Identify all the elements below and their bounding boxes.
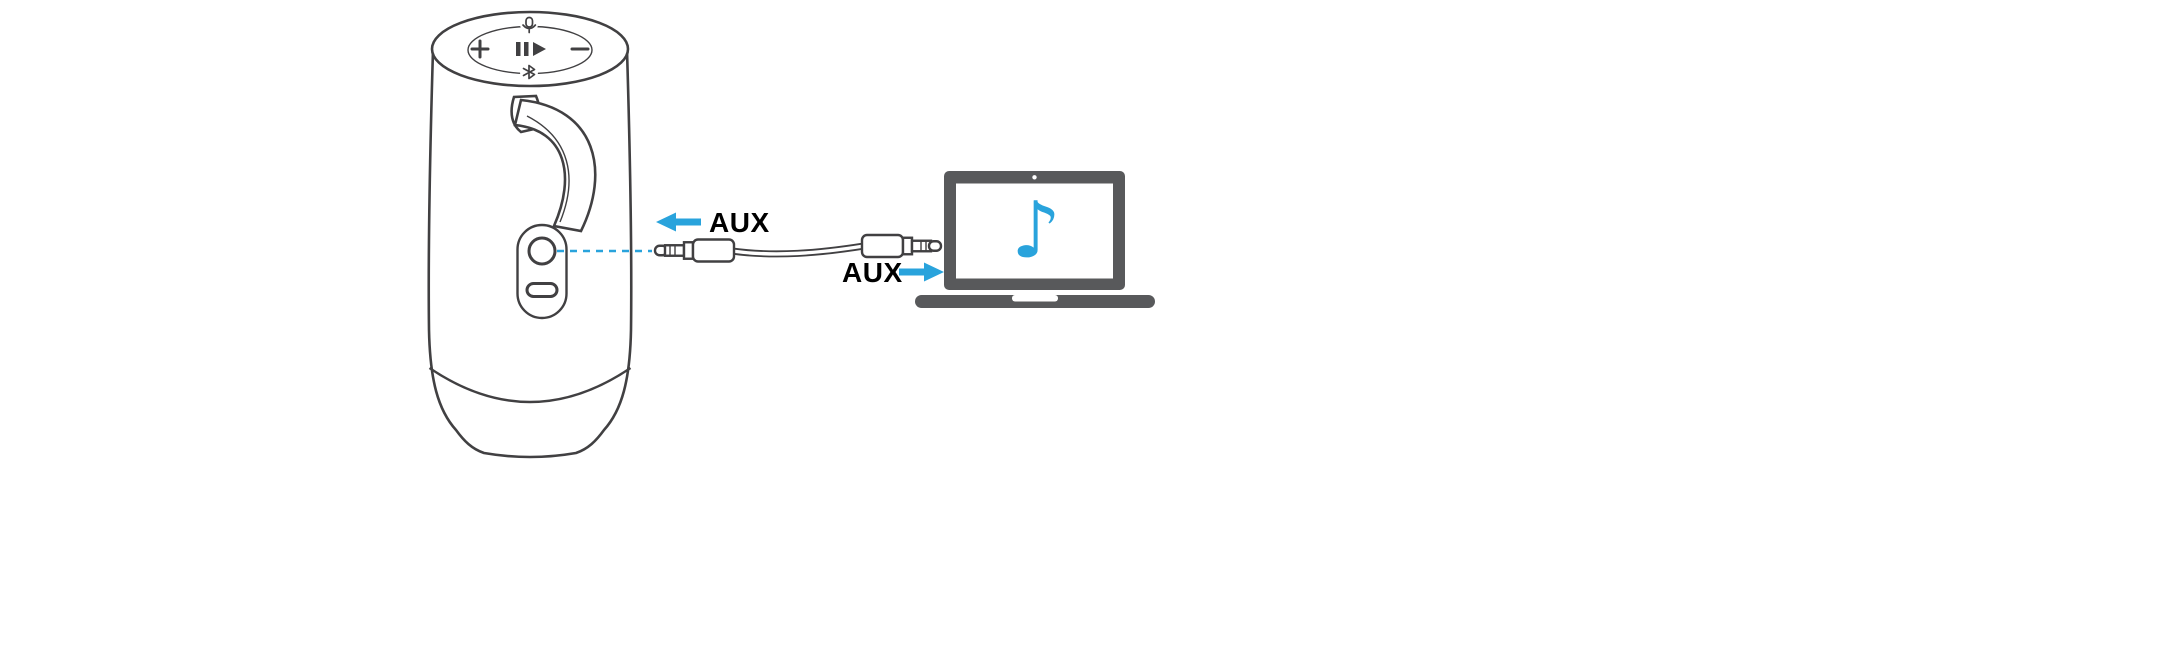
handle-strap-contour bbox=[526, 115, 570, 223]
bluetooth-icon[interactable] bbox=[520, 63, 538, 81]
usb-c-port-icon[interactable] bbox=[525, 282, 559, 298]
cable-cord-core bbox=[730, 244, 866, 256]
mic-icon[interactable] bbox=[520, 15, 538, 34]
aux-label-laptop-group: AUX bbox=[842, 257, 944, 288]
volume-plus-icon[interactable] bbox=[470, 39, 490, 59]
port-panel-outline bbox=[516, 223, 568, 320]
aux-label-laptop: AUX bbox=[842, 257, 903, 288]
cable-jack-left bbox=[653, 238, 736, 263]
aux-port-icon[interactable] bbox=[527, 236, 557, 266]
webcam-icon bbox=[1032, 175, 1037, 180]
handle-strap bbox=[513, 98, 597, 233]
speaker bbox=[427, 10, 633, 459]
laptop-base-notch bbox=[1012, 295, 1058, 302]
aux-cable bbox=[653, 233, 943, 263]
arrow-right-icon bbox=[899, 262, 944, 282]
play-pause-icon[interactable] bbox=[516, 42, 546, 56]
laptop: ♪ bbox=[915, 171, 1155, 308]
speaker-top-rim bbox=[430, 10, 630, 88]
aux-label-speaker: AUX bbox=[709, 207, 770, 238]
music-note-icon: ♪ bbox=[1011, 186, 1061, 276]
speaker-base-seam bbox=[428, 367, 632, 404]
laptop-screen bbox=[956, 183, 1113, 279]
arrow-left-icon bbox=[656, 212, 701, 232]
port-panel bbox=[516, 223, 568, 320]
aux-label-speaker-group: AUX bbox=[656, 207, 770, 238]
cable-jack-right bbox=[860, 233, 943, 259]
